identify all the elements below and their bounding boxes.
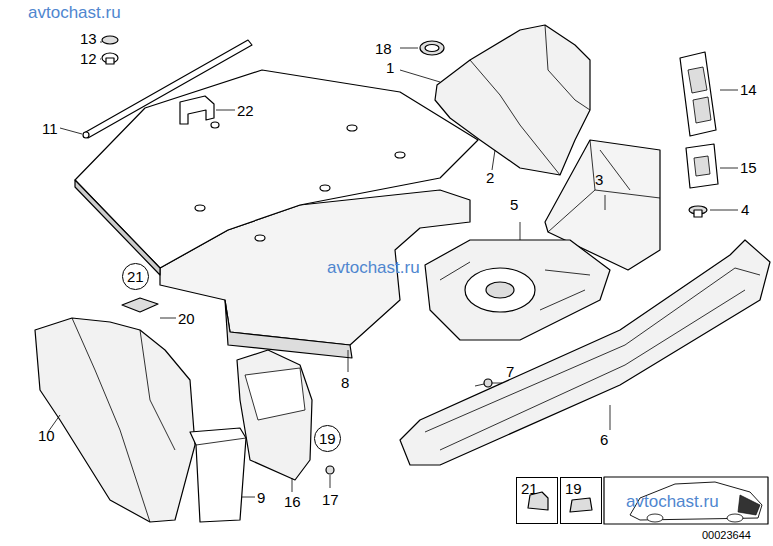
callout-number: 21 xyxy=(517,478,557,496)
callout-number: 2 xyxy=(486,170,494,185)
callout-number: 16 xyxy=(284,494,301,509)
callout-number: 9 xyxy=(257,490,265,505)
callout-number: 12 xyxy=(80,51,97,66)
callout-number: 22 xyxy=(237,103,254,118)
callout-number: 5 xyxy=(510,197,518,212)
watermark: avtochast.ru xyxy=(327,259,420,276)
callout-number: 17 xyxy=(322,492,339,507)
floor-board-edge xyxy=(225,300,352,358)
callout-number: 15 xyxy=(740,160,757,175)
callout-number: 20 xyxy=(178,311,195,326)
wheel-well-tray xyxy=(425,240,610,340)
callout-number: 18 xyxy=(375,41,392,56)
mat-edge xyxy=(75,180,160,275)
callout-number: 7 xyxy=(506,364,514,379)
callout-number: 1 xyxy=(386,60,394,75)
bracket xyxy=(180,96,214,124)
drawing-number: 00023644 xyxy=(702,530,751,541)
clip-icon xyxy=(570,498,592,512)
callout-number: 19 xyxy=(561,478,601,496)
callout-number: 10 xyxy=(38,428,55,443)
watermark: avtochast.ru xyxy=(28,4,121,21)
callout-number: 14 xyxy=(740,82,757,97)
cap xyxy=(102,36,118,44)
first-aid-kit xyxy=(680,52,716,136)
side-trim-left xyxy=(35,318,195,522)
storage-bin xyxy=(190,428,246,522)
callout-number: 8 xyxy=(341,375,349,390)
clip xyxy=(122,298,158,312)
circled-callout: 19 xyxy=(314,425,341,452)
callout-number: 3 xyxy=(595,172,603,187)
callout-number: 11 xyxy=(42,121,58,136)
watermark: avtochast.ru xyxy=(626,493,719,510)
floor-mat xyxy=(75,70,478,268)
clip-nut xyxy=(326,466,334,474)
callout-number: 6 xyxy=(600,432,608,447)
fastener xyxy=(102,53,118,63)
inner-panel xyxy=(237,350,312,480)
support-rod xyxy=(84,40,252,138)
callout-number: 19 xyxy=(319,431,336,446)
car-thumbnail-frame xyxy=(604,477,768,524)
grommet xyxy=(420,41,444,55)
mat-holes xyxy=(195,122,405,241)
part-box: 21 xyxy=(516,477,558,524)
callout-number: 13 xyxy=(80,31,97,46)
warning-triangle-box xyxy=(686,144,718,188)
screw xyxy=(484,379,492,387)
circled-callout: 21 xyxy=(122,263,149,290)
callout-number: 21 xyxy=(127,269,144,284)
part-box: 19 xyxy=(560,477,602,524)
rear-trim-panel xyxy=(400,240,770,465)
side-trim-right xyxy=(435,25,590,175)
callout-number: 4 xyxy=(741,202,749,217)
